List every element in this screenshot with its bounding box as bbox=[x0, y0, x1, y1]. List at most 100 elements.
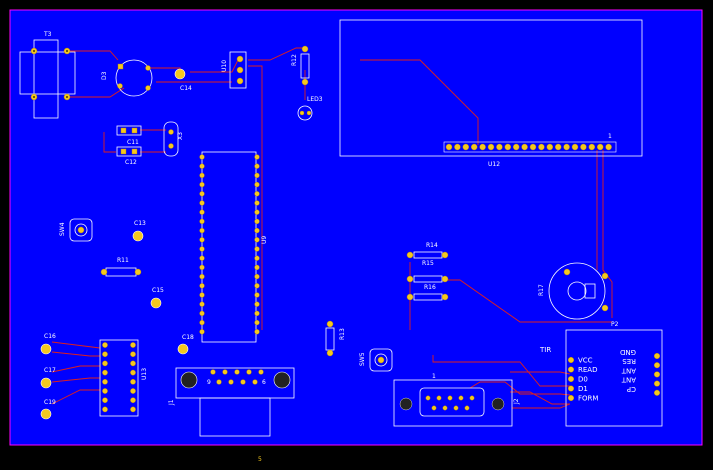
c19-label: C19 bbox=[44, 399, 56, 406]
u9-pin bbox=[199, 264, 205, 271]
led3-label: LED3 bbox=[307, 96, 323, 103]
j1-pin bbox=[216, 379, 222, 385]
u12-pin bbox=[479, 143, 486, 151]
u9-pin bbox=[254, 191, 260, 197]
u12-pin bbox=[496, 143, 503, 151]
u12-pin bbox=[529, 143, 537, 151]
u13-pin bbox=[102, 369, 108, 376]
board-substrate bbox=[9, 9, 703, 446]
j1-pin bbox=[222, 369, 228, 375]
c11-capacitor: C11 bbox=[116, 125, 142, 146]
u9-pin bbox=[254, 172, 260, 179]
u12-pin bbox=[605, 143, 612, 151]
u12-pin bbox=[445, 143, 453, 151]
j1-pin9-label: 9 bbox=[207, 379, 211, 386]
tir-label: TIR bbox=[539, 346, 551, 354]
u13-pin bbox=[102, 342, 108, 348]
u12-pin bbox=[471, 143, 478, 151]
tir-right-pin bbox=[654, 362, 661, 369]
c13-label: C13 bbox=[134, 220, 146, 227]
c13-capacitor: C13 bbox=[132, 220, 146, 242]
u12-pin bbox=[513, 143, 520, 151]
j1-pin bbox=[252, 379, 258, 385]
r15-resistor: R15 bbox=[406, 260, 449, 283]
r16-label: R16 bbox=[424, 284, 436, 291]
tir-right-pin bbox=[654, 353, 661, 360]
tir-right-pin-label: ANT bbox=[621, 366, 636, 374]
u9-label: U9 bbox=[261, 236, 268, 244]
u13-pin bbox=[102, 378, 108, 385]
u13-pin bbox=[102, 406, 108, 413]
c14-capacitor: C14 bbox=[174, 68, 192, 92]
tir-right-pin bbox=[654, 389, 661, 396]
c14-label: C14 bbox=[180, 85, 192, 92]
u9-pin bbox=[199, 191, 205, 197]
u12-label: U12 bbox=[488, 161, 500, 168]
u9-pin bbox=[254, 237, 260, 243]
u10-label: U10 bbox=[221, 60, 228, 72]
r11-resistor: R11 bbox=[100, 257, 142, 277]
u12-lcd-module: U12 1 bbox=[339, 19, 643, 168]
c15-capacitor: C15 bbox=[150, 287, 164, 309]
tir-left-pin bbox=[568, 385, 575, 392]
u12-pin bbox=[580, 143, 587, 151]
u9-pin bbox=[199, 310, 205, 317]
u12-pin bbox=[454, 143, 461, 151]
u12-pin1-label: 1 bbox=[608, 133, 612, 140]
c11-label: C11 bbox=[127, 139, 139, 146]
r12-resistor: R12 bbox=[291, 45, 310, 86]
u9-pin bbox=[199, 329, 205, 335]
u13-ic: U13 bbox=[99, 339, 148, 417]
tir-left-pin-label: READ bbox=[578, 366, 597, 374]
c16-label: C16 bbox=[44, 333, 56, 340]
j1-pin bbox=[234, 369, 240, 375]
u12-pin bbox=[546, 143, 553, 151]
sw4-switch: SW4 bbox=[59, 218, 93, 242]
j2-pin bbox=[431, 405, 437, 411]
c16-capacitor: C16 bbox=[40, 333, 56, 355]
j1-label: J1 bbox=[168, 399, 175, 406]
tir-left-pin bbox=[568, 357, 575, 364]
j2-pin bbox=[458, 395, 464, 401]
page-number-label: 5 bbox=[258, 456, 262, 463]
u9-pin bbox=[254, 200, 260, 206]
u12-pin bbox=[588, 143, 595, 151]
u12-header-pins bbox=[443, 141, 617, 153]
j1-pin bbox=[246, 369, 252, 375]
u9-pin bbox=[199, 209, 205, 215]
j1-pin6-label: 6 bbox=[262, 379, 266, 386]
u12-pin bbox=[597, 143, 604, 151]
u9-pin bbox=[254, 310, 260, 317]
tir-right-pin-label: RES bbox=[622, 357, 636, 365]
u9-pin bbox=[199, 172, 205, 179]
tir-right-pin bbox=[654, 380, 661, 387]
j2-pin bbox=[447, 395, 453, 401]
u13-pin bbox=[130, 369, 136, 376]
t3-transformer: T3 bbox=[19, 31, 76, 119]
r14-resistor: R14 bbox=[406, 242, 449, 259]
r16-resistor: R16 bbox=[406, 284, 449, 301]
u13-pin bbox=[130, 397, 136, 404]
d3-bridge-rectifier: D3 bbox=[101, 59, 153, 97]
u13-pin bbox=[130, 406, 136, 413]
u9-pin bbox=[254, 163, 260, 169]
u9-pin bbox=[199, 255, 205, 261]
u9-pin bbox=[254, 218, 260, 225]
u9-pin bbox=[199, 237, 205, 243]
u13-pin bbox=[130, 342, 136, 348]
c18-label: C18 bbox=[182, 334, 194, 341]
u9-pin bbox=[199, 200, 205, 206]
d3-label: D3 bbox=[101, 71, 108, 80]
u9-pin bbox=[199, 228, 205, 234]
tir-left-pin-label: VCC bbox=[578, 357, 593, 365]
sw5-label: SW5 bbox=[359, 352, 366, 366]
tir-right-pin-label: ANT bbox=[621, 376, 636, 384]
r15-label: R15 bbox=[422, 260, 434, 267]
tir-left-pin bbox=[568, 366, 575, 373]
c19-capacitor: C19 bbox=[40, 399, 56, 420]
tir-right-pin-label: GND bbox=[620, 348, 636, 356]
u13-pin bbox=[130, 378, 136, 385]
u9-pin bbox=[199, 154, 205, 160]
